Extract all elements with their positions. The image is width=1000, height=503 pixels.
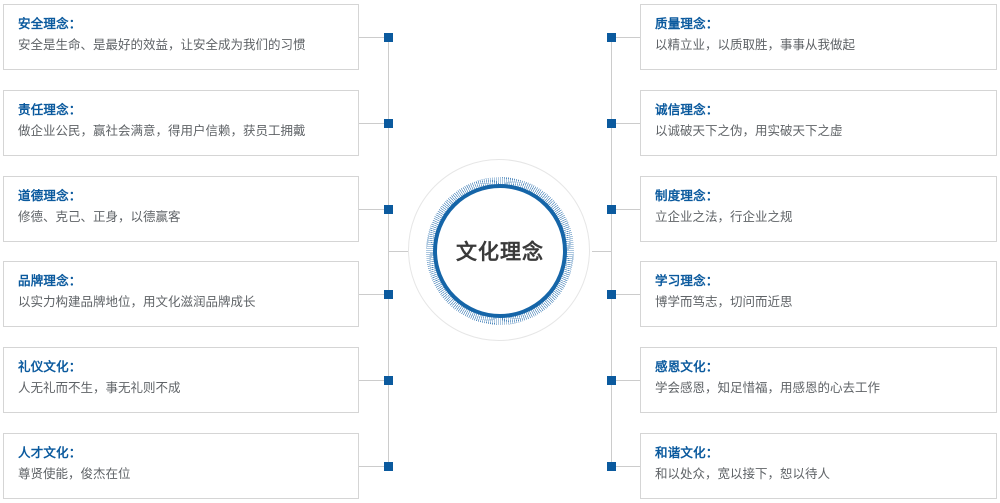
card-title: 责任理念： (18, 103, 82, 117)
card-body: 修德、克己、正身，以德赢客 (18, 210, 181, 224)
concept-card-morality[interactable]: 道德理念： 修德、克己、正身，以德赢客 (3, 176, 359, 242)
card-body: 尊贤使能，俊杰在位 (18, 467, 131, 481)
hub-label: 文化理念 (456, 241, 544, 264)
card-body: 做企业公民，赢社会满意，得用户信赖，获员工拥戴 (18, 124, 306, 138)
card-title: 制度理念： (655, 189, 719, 203)
connector-marker (384, 33, 393, 42)
card-title: 人才文化： (18, 446, 82, 460)
connector-marker (607, 462, 616, 471)
concept-card-quality[interactable]: 质量理念： 以精立业，以质取胜，事事从我做起 (640, 4, 997, 70)
center-hub[interactable]: 文化理念 (400, 151, 600, 351)
card-body: 立企业之法，行企业之规 (655, 210, 793, 224)
concept-card-safety[interactable]: 安全理念： 安全是生命、是最好的效益，让安全成为我们的习惯 (3, 4, 359, 70)
connector-marker (384, 290, 393, 299)
connector-marker (384, 205, 393, 214)
hub-blue-ring (433, 184, 567, 318)
card-body: 以诚破天下之伪，用实破天下之虚 (655, 124, 843, 138)
concept-card-brand[interactable]: 品牌理念： 以实力构建品牌地位，用文化滋润品牌成长 (3, 261, 359, 327)
concept-card-integrity[interactable]: 诚信理念： 以诚破天下之伪，用实破天下之虚 (640, 90, 997, 156)
concept-card-responsibility[interactable]: 责任理念： 做企业公民，赢社会满意，得用户信赖，获员工拥戴 (3, 90, 359, 156)
connector-marker (607, 205, 616, 214)
card-title: 安全理念： (18, 17, 82, 31)
card-title: 礼仪文化： (18, 360, 82, 374)
connector-marker (607, 376, 616, 385)
card-title: 感恩文化： (655, 360, 719, 374)
card-body: 和以处众，宽以接下，恕以待人 (655, 467, 831, 481)
card-body: 以实力构建品牌地位，用文化滋润品牌成长 (18, 295, 256, 309)
connector-marker (384, 376, 393, 385)
connector-marker (607, 33, 616, 42)
card-body: 人无礼而不生，事无礼则不成 (18, 381, 181, 395)
card-title: 诚信理念： (655, 103, 719, 117)
concept-card-system[interactable]: 制度理念： 立企业之法，行企业之规 (640, 176, 997, 242)
card-body: 安全是生命、是最好的效益，让安全成为我们的习惯 (18, 38, 306, 52)
connector-marker (607, 119, 616, 128)
concept-card-etiquette[interactable]: 礼仪文化： 人无礼而不生，事无礼则不成 (3, 347, 359, 413)
connector-marker (384, 119, 393, 128)
card-body: 博学而笃志，切问而近思 (655, 295, 793, 309)
connector-marker (384, 462, 393, 471)
concept-card-harmony[interactable]: 和谐文化： 和以处众，宽以接下，恕以待人 (640, 433, 997, 499)
concept-card-talent[interactable]: 人才文化： 尊贤使能，俊杰在位 (3, 433, 359, 499)
concept-card-learning[interactable]: 学习理念： 博学而笃志，切问而近思 (640, 261, 997, 327)
concept-card-gratitude[interactable]: 感恩文化： 学会感恩，知足惜福，用感恩的心去工作 (640, 347, 997, 413)
card-title: 学习理念： (655, 274, 719, 288)
connector-marker (607, 290, 616, 299)
card-title: 质量理念： (655, 17, 719, 31)
card-title: 和谐文化： (655, 446, 719, 460)
card-body: 以精立业，以质取胜，事事从我做起 (655, 38, 856, 52)
card-title: 品牌理念： (18, 274, 82, 288)
card-body: 学会感恩，知足惜福，用感恩的心去工作 (655, 381, 881, 395)
card-title: 道德理念： (18, 189, 82, 203)
